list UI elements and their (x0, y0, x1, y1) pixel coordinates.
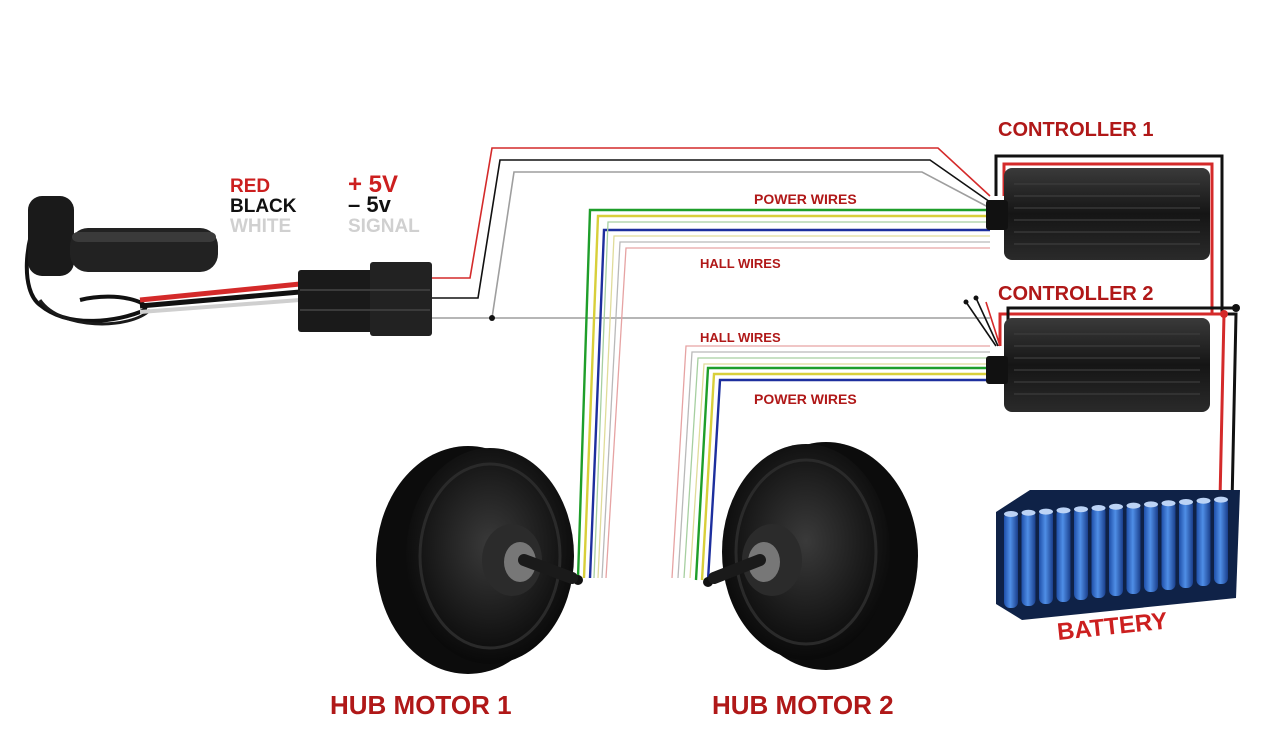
throttle-connector (298, 270, 380, 332)
controller-2-signal-stubs (963, 295, 1001, 347)
battery-cell-cap (1196, 497, 1211, 504)
battery-cell-cap (1091, 505, 1106, 511)
battery-cell (1179, 500, 1193, 588)
hall-wires-2-label: HALL WIRES (700, 330, 781, 345)
controller-2-label: CONTROLLER 2 (998, 283, 1154, 305)
legend-wire-black: BLACK (230, 196, 297, 217)
throttle-legend: RED + 5V BLACK – 5v WHITE SIGNAL (230, 171, 420, 237)
power-wires-1-label: POWER WIRES (754, 191, 857, 207)
battery-cell (1144, 502, 1158, 592)
throttle-signal-wires (432, 147, 991, 321)
battery-cell (1074, 507, 1088, 600)
hub-motor-1 (376, 446, 578, 674)
hall-wires-2 (671, 345, 990, 579)
battery-cell (1039, 509, 1053, 604)
controller-2 (986, 318, 1210, 412)
power-wires-2-label: POWER WIRES (754, 391, 857, 407)
battery-cell (1214, 497, 1228, 584)
power-wires-1 (576, 208, 990, 579)
legend-wire-white: WHITE (230, 216, 291, 237)
power-wires-2 (694, 366, 990, 581)
controller-1-label: CONTROLLER 1 (998, 119, 1154, 141)
hub-motor-2 (708, 442, 918, 670)
hall-wires-1 (593, 221, 990, 579)
hub-motor-1-label: HUB MOTOR 1 (330, 690, 512, 720)
battery-cell-cap (1004, 511, 1018, 517)
battery-pack (996, 490, 1240, 620)
battery-cell-cap (1144, 501, 1158, 508)
battery-cell-cap (1074, 506, 1088, 513)
controller-1 (986, 168, 1210, 260)
battery-cell (1056, 508, 1071, 602)
battery-cell-cap (1109, 503, 1123, 510)
battery-cell-cap (1056, 507, 1071, 514)
battery-cell-cap (1214, 496, 1228, 503)
battery-cell-cap (1039, 508, 1053, 515)
battery-power-wires (994, 154, 1240, 505)
legend-wire-red: RED (230, 176, 270, 197)
throttle-housing (28, 196, 74, 276)
battery-cell (1196, 498, 1211, 586)
battery-cell (1021, 510, 1036, 606)
throttle-connector-mate (370, 262, 432, 336)
battery-cell (1091, 506, 1106, 598)
battery-cell-cap (1161, 500, 1176, 507)
throttle-cable-loop (38, 299, 152, 326)
legend-meaning-white: SIGNAL (348, 216, 420, 237)
battery-cell (1109, 504, 1123, 596)
battery-cells (1004, 496, 1228, 608)
battery-cell-cap (1126, 502, 1141, 509)
throttle (24, 196, 432, 336)
throttle-cable (24, 209, 148, 323)
battery-cell-cap (1179, 499, 1193, 505)
throttle-wire-bundle (139, 281, 301, 303)
legend-meaning-black: – 5v (348, 192, 392, 217)
hall-wires-1-label: HALL WIRES (700, 256, 781, 271)
legend-meaning-red: + 5V (348, 171, 398, 198)
battery-cell (1161, 501, 1176, 590)
battery-cell (1004, 512, 1018, 608)
hub-motor-2-label: HUB MOTOR 2 (712, 690, 894, 720)
battery-cell-cap (1021, 509, 1036, 516)
battery-cell (1126, 503, 1141, 594)
